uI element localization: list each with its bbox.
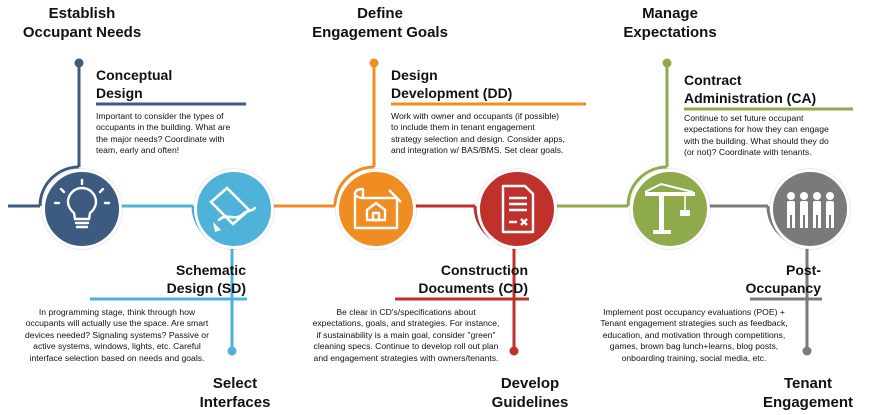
desc-conceptual: Important to consider the types of occup… — [96, 111, 231, 156]
phase-title-interfaces: Select Interfaces — [199, 375, 271, 411]
stage-title-conceptual: Conceptual Design — [96, 67, 173, 101]
stage-title-schematic: Schematic Design (SD) — [166, 262, 246, 296]
stage-title-construction: Construction Documents (CD) — [418, 262, 528, 296]
phase-title-guidelines: Develop Guidelines — [491, 375, 569, 411]
stage-circle-conceptual — [42, 169, 122, 249]
people-icon — [787, 192, 834, 228]
blueprint-house-icon — [353, 187, 402, 230]
document-icon — [501, 184, 535, 234]
stage-circle-schematic — [194, 169, 274, 249]
desc-design-development: Work with owner and occupants (if possib… — [391, 111, 565, 156]
stage-circle-post-occupancy — [770, 169, 850, 249]
stage-title-contract-admin: Contract Administration (CA) — [684, 72, 817, 106]
stage-circle-contract-admin — [630, 169, 710, 249]
desc-contract-admin: Continue to set future occupant expectat… — [684, 113, 829, 158]
phase-title-engagement-goals: Define Engagement Goals — [312, 5, 448, 41]
phase-title-engagement: Tenant Engagement — [762, 375, 853, 411]
stage-circle-construction — [477, 169, 557, 249]
lightbulb-icon — [53, 178, 111, 229]
stage-circle-design-development — [336, 169, 416, 249]
phase-title-expectations: Manage Expectations — [623, 5, 717, 41]
desc-schematic: In programming stage, think through how … — [25, 307, 209, 363]
stage-title-post-occupancy: Post- Occupancy — [745, 262, 821, 296]
tablet-pen-icon — [209, 186, 257, 232]
stage-title-design-development: Design Development (DD) — [391, 67, 513, 101]
desc-post-occupancy: Implement post occupancy evaluations (PO… — [600, 307, 788, 363]
desc-construction: Be clear in CD's/specifications about ex… — [312, 307, 500, 363]
phase-title-occupant-needs: Establish Occupant Needs — [22, 5, 142, 41]
construction-crane-icon — [644, 183, 695, 234]
